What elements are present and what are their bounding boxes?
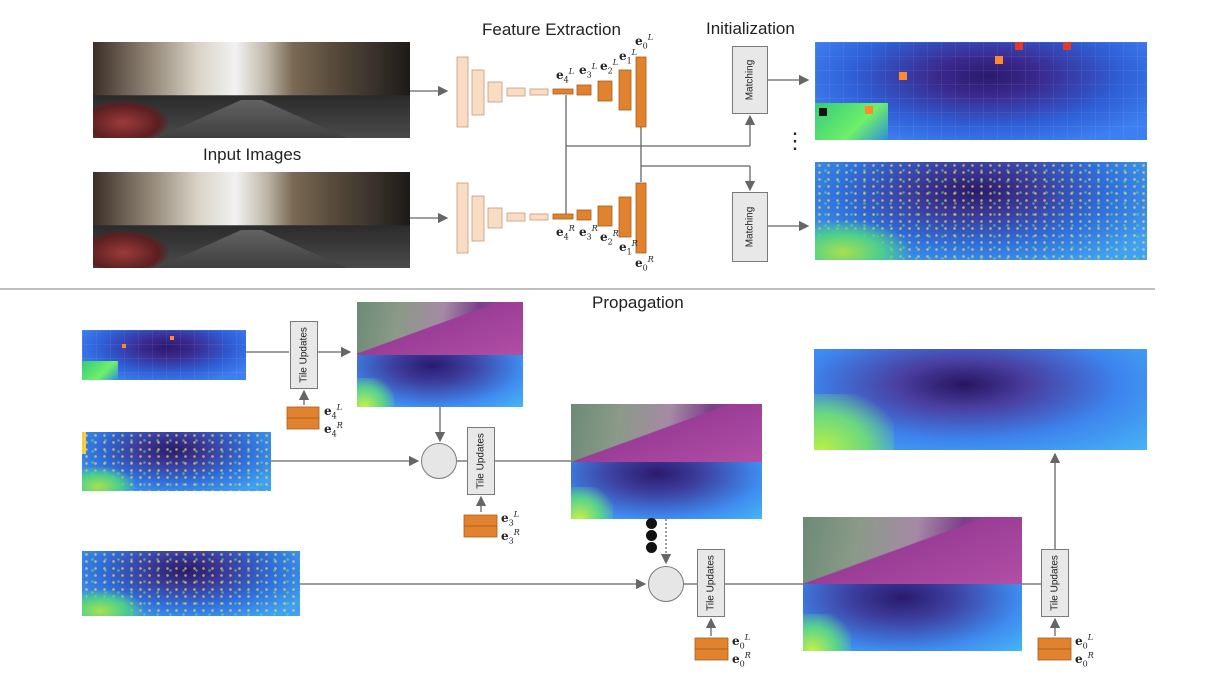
- prop-input-level4: [82, 330, 246, 380]
- prop-feat-e4L: e4L: [324, 403, 343, 421]
- prop-feat-e0L: e0L: [732, 633, 751, 651]
- prop-output-level3: [571, 404, 762, 519]
- feat-label-e3R: e3R: [579, 224, 598, 242]
- propagation-title: Propagation: [592, 293, 684, 312]
- right-input-image: [93, 172, 410, 268]
- feat-label-e3L: e3L: [579, 62, 598, 80]
- tile-updates-box-level0: Tile Updates: [697, 549, 725, 617]
- input-images-label: Input Images: [203, 145, 302, 164]
- prop-feat-e3R: e3R: [501, 528, 520, 546]
- tile-updates-box-level4: Tile Updates: [290, 321, 318, 389]
- prop-input-level3: [82, 432, 271, 491]
- init-disparity-fine: [815, 162, 1147, 260]
- init-disparity-coarse: [815, 42, 1147, 140]
- prop-feat-e3L: e3L: [501, 510, 520, 528]
- feat-label-e2R: e2R: [600, 229, 619, 247]
- feat-label-e4L: e4L: [556, 67, 575, 85]
- feat-label-e4R: e4R: [556, 224, 575, 242]
- level-dot-3: [646, 542, 657, 553]
- warp-circle-level3: [421, 443, 457, 479]
- warp-circle-level0: [648, 566, 684, 602]
- matching-box-top: Matching: [732, 46, 768, 114]
- prop-input-level0: [82, 551, 300, 616]
- feat-label-e0R: e0R: [635, 255, 654, 273]
- prop-output-level0: [803, 517, 1022, 651]
- level-dot-2: [646, 530, 657, 541]
- feature-extraction-title: Feature Extraction: [482, 20, 621, 39]
- prop-feat-e0R: e0R: [732, 651, 751, 669]
- feat-label-e0L: e0L: [635, 33, 654, 51]
- final-disparity-map: [814, 349, 1147, 450]
- tile-updates-box-level3: Tile Updates: [467, 427, 495, 495]
- left-input-image: [93, 42, 410, 138]
- final-feat-e0R: e0R: [1075, 651, 1094, 669]
- final-feat-e0L: e0L: [1075, 633, 1094, 651]
- level-dot-1: [646, 518, 657, 529]
- feat-label-e1R: e1R: [619, 239, 638, 257]
- prop-feat-e4R: e4R: [324, 421, 343, 439]
- prop-output-level4: [357, 302, 523, 407]
- feat-label-e2L: e2L: [600, 58, 619, 76]
- matching-box-bottom: Matching: [732, 192, 768, 262]
- feat-label-e1L: e1L: [619, 48, 638, 66]
- tile-updates-box-final: Tile Updates: [1041, 549, 1069, 617]
- initialization-title: Initialization: [706, 19, 795, 38]
